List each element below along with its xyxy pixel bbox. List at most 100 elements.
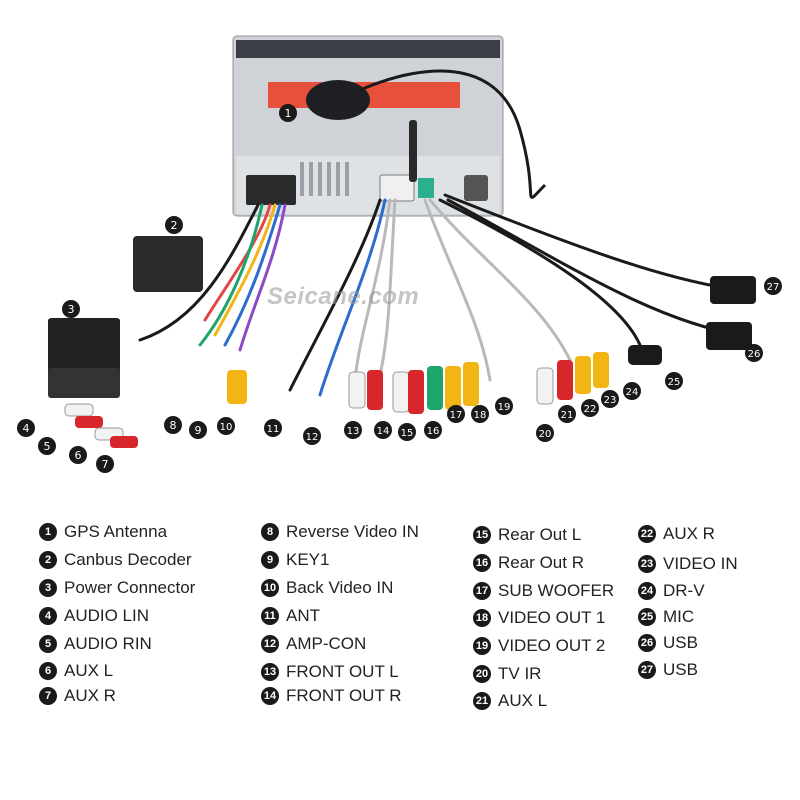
legend-number: 21 (473, 692, 491, 710)
legend-number: 7 (39, 687, 57, 705)
svg-text:19: 19 (498, 402, 511, 413)
legend-item-2: 2 Canbus Decoder (39, 550, 192, 570)
svg-text:15: 15 (401, 428, 414, 439)
callout-1: 1 (279, 104, 297, 122)
legend-number: 24 (638, 582, 656, 600)
legend-number: 19 (473, 637, 491, 655)
legend-item-14: 14 FRONT OUT R (261, 686, 402, 706)
legend-label: AUX R (663, 524, 715, 543)
legend-number: 20 (473, 665, 491, 683)
legend-label: FRONT OUT L (286, 662, 399, 681)
legend-label: VIDEO IN (663, 554, 738, 573)
svg-text:6: 6 (75, 449, 82, 462)
callout-26: 26 (745, 344, 763, 362)
legend-number: 12 (261, 635, 279, 653)
callout-17: 17 (447, 405, 465, 423)
legend-label: AUDIO LIN (64, 606, 150, 625)
svg-text:4: 4 (23, 422, 30, 435)
svg-text:2: 2 (171, 219, 178, 232)
legend-label: SUB WOOFER (498, 581, 615, 600)
legend-number: 6 (39, 662, 57, 680)
legend-number: 2 (39, 551, 57, 569)
legend-item-26: 26 USB (638, 633, 698, 653)
legend-label: AUX L (498, 691, 548, 710)
legend-item-16: 16 Rear Out R (473, 553, 584, 573)
legend-number: 11 (261, 607, 279, 625)
legend-number: 13 (261, 663, 279, 681)
callout-18: 18 (471, 405, 489, 423)
callout-23: 23 (601, 390, 619, 408)
svg-text:7: 7 (102, 458, 109, 471)
callout-5: 5 (38, 437, 56, 455)
legend-item-6: 6 AUX L (39, 661, 113, 681)
legend-label: VIDEO OUT 1 (498, 608, 606, 627)
legend-label: USB (663, 633, 698, 652)
legend-label: VIDEO OUT 2 (498, 636, 606, 655)
svg-text:23: 23 (604, 395, 617, 406)
rca-connectors (64, 276, 756, 448)
legend-number: 9 (261, 551, 279, 569)
callout-markers: 1 2 3 4 5 6 7 8 9 10 11 12 13 14 15 16 1… (17, 104, 782, 473)
legend-item-19: 19 VIDEO OUT 2 (473, 636, 605, 656)
legend-label: ANT (286, 606, 320, 625)
legend-label: FRONT OUT R (286, 686, 402, 705)
legend-number: 3 (39, 579, 57, 597)
callout-21: 21 (558, 405, 576, 423)
legend-label: KEY1 (286, 550, 330, 569)
legend-number: 8 (261, 523, 279, 541)
callout-13: 13 (344, 421, 362, 439)
legend-label: Rear Out R (498, 553, 584, 572)
svg-text:18: 18 (474, 410, 487, 421)
legend-number: 17 (473, 582, 491, 600)
gps-antenna-icon (306, 69, 547, 199)
legend-label: GPS Antenna (64, 522, 168, 541)
callout-4: 4 (17, 419, 35, 437)
legend-number: 16 (473, 554, 491, 572)
head-unit (232, 35, 504, 217)
callout-15: 15 (398, 423, 416, 441)
callout-2: 2 (165, 216, 183, 234)
svg-text:10: 10 (220, 422, 233, 433)
legend-number: 26 (638, 634, 656, 652)
legend-number: 1 (39, 523, 57, 541)
svg-text:3: 3 (68, 303, 75, 316)
legend-number: 14 (261, 687, 279, 705)
svg-text:9: 9 (195, 424, 202, 437)
legend-item-11: 11 ANT (261, 606, 320, 626)
callout-8: 8 (164, 416, 182, 434)
legend-label: DR-V (663, 581, 705, 600)
svg-text:16: 16 (427, 426, 440, 437)
callout-24: 24 (623, 382, 641, 400)
callout-25: 25 (665, 372, 683, 390)
svg-text:14: 14 (377, 426, 390, 437)
legend-number: 5 (39, 635, 57, 653)
watermark: Seicane.com (267, 283, 420, 310)
legend-label: AUX L (64, 661, 114, 680)
legend-label: MIC (663, 607, 695, 626)
legend-number: 15 (473, 526, 491, 544)
svg-text:22: 22 (584, 404, 597, 415)
svg-text:24: 24 (626, 387, 639, 398)
legend-item-9: 9 KEY1 (261, 550, 329, 570)
svg-text:8: 8 (170, 419, 177, 432)
callout-19: 19 (495, 397, 513, 415)
legend-number: 27 (638, 661, 656, 679)
callout-20: 20 (536, 424, 554, 442)
legend-item-13: 13 FRONT OUT L (261, 662, 399, 682)
legend-label: Canbus Decoder (64, 550, 192, 569)
legend-item-25: 25 MIC (638, 607, 694, 627)
legend-number: 25 (638, 608, 656, 626)
svg-text:17: 17 (450, 410, 463, 421)
legend-number: 23 (638, 555, 656, 573)
